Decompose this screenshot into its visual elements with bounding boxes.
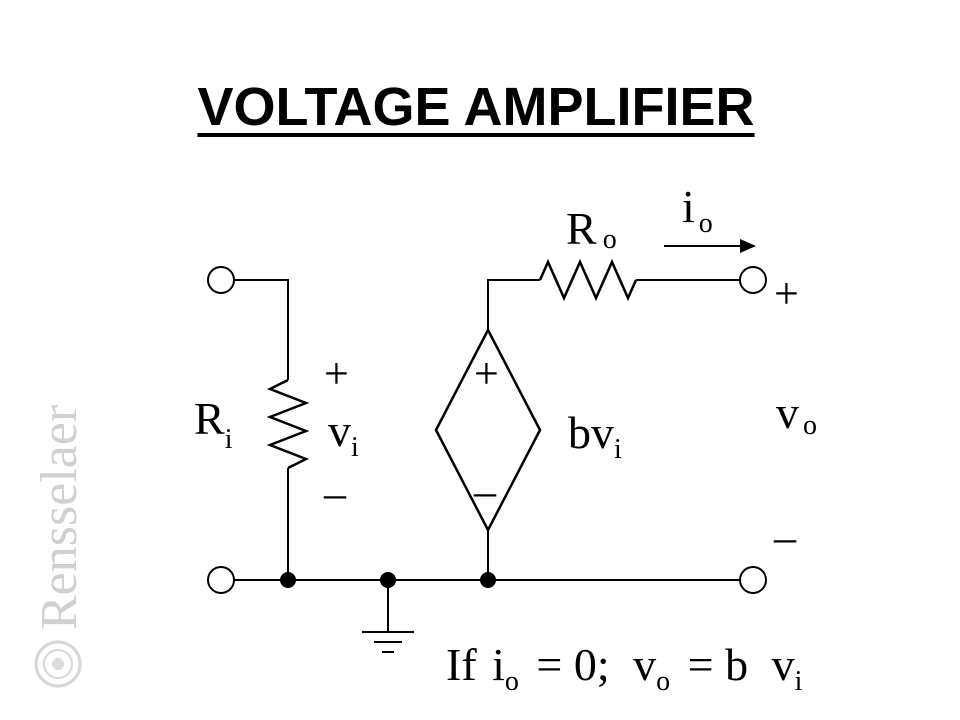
ground-icon [362, 580, 414, 653]
output-terminal-top [739, 266, 767, 294]
watermark-text: Rensselaer [31, 405, 88, 630]
source-gain-label: bv [568, 407, 614, 458]
vo-minus-sign: – [773, 513, 797, 562]
vi-subscript: i [351, 432, 359, 463]
equation-if: If [446, 639, 477, 690]
input-wire [234, 279, 289, 380]
vo-label: v [776, 387, 799, 438]
vi-plus-sign: + [324, 349, 349, 398]
equation-i: i [492, 639, 505, 690]
ri-label: R [194, 393, 225, 444]
ro-subscript: o [603, 224, 617, 255]
equation-v2: v [772, 639, 795, 690]
equation-v2-subscript: i [795, 666, 803, 697]
node-dot-1 [280, 572, 296, 588]
equation-v-subscript: o [656, 666, 670, 697]
io-subscript: o [699, 208, 713, 239]
vo-plus-sign: + [774, 269, 799, 318]
page-title: VOLTAGE AMPLIFIER [197, 77, 755, 137]
svg-text:Ro: Ro [566, 203, 617, 255]
rensselaer-seal-icon [34, 640, 82, 688]
equation-eq2: = b [688, 639, 748, 690]
input-terminal-bottom [207, 566, 235, 594]
output-resistor-ro [538, 258, 638, 302]
equation-i-subscript: o [505, 666, 519, 697]
svg-text:io: io [682, 181, 713, 239]
svg-text:vo: vo [776, 387, 817, 441]
input-terminal-top [207, 266, 235, 294]
vo-subscript: o [803, 410, 817, 441]
source-minus-sign: – [473, 467, 497, 516]
input-resistor-ri [266, 378, 310, 470]
ri-subscript: i [225, 424, 233, 455]
equation-v: v [633, 639, 656, 690]
source-gain-subscript: i [614, 434, 622, 465]
source-plus-sign: + [474, 349, 499, 398]
source-top-wire [487, 279, 540, 330]
vi-label: v [328, 405, 351, 456]
io-label: i [682, 181, 695, 232]
output-terminal-bottom [739, 566, 767, 594]
svg-text:vi: vi [328, 405, 359, 463]
current-arrow-icon [664, 239, 756, 253]
vi-minus-sign: – [323, 469, 347, 518]
equation: If io = 0; vo = b vi [446, 639, 803, 700]
equation-eq1: = 0; [536, 639, 609, 690]
ro-label: R [566, 203, 597, 254]
svg-text:bvi: bvi [568, 407, 622, 465]
svg-text:Ri: Ri [194, 393, 233, 455]
